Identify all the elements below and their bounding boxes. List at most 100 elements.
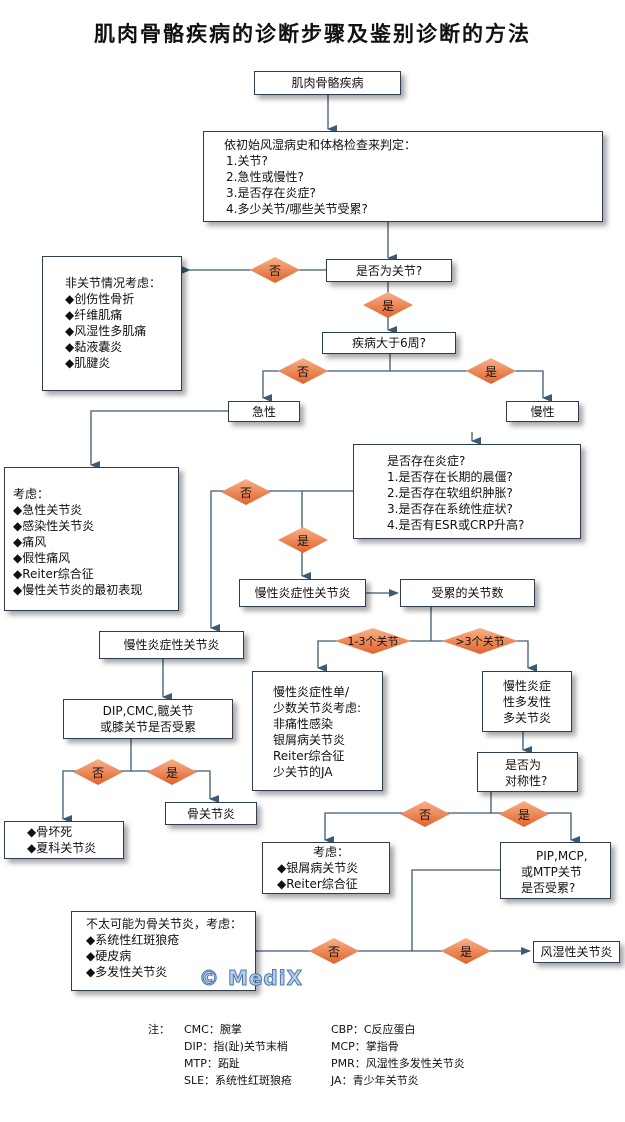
note-entry: CBP：C反应蛋白 xyxy=(331,1023,416,1036)
node-chronic-noninflammatory-label: 慢性炎症性关节炎 xyxy=(123,638,220,652)
node-ra-label: 风湿性关节炎 xyxy=(540,945,613,959)
decision-label: 是 xyxy=(484,364,497,379)
node-chronic-noninflammatory: 慢性炎症性关节炎 xyxy=(99,631,244,659)
osteonecrosis-item: ◆骨坏死 xyxy=(27,825,73,839)
mono-oligo-line: Reiter综合征 xyxy=(273,749,345,763)
node-osteoarthritis-label: 骨关节炎 xyxy=(186,806,235,821)
notes-row: DIP：指(趾)关节末梢 MCP：掌指骨 xyxy=(148,1038,465,1055)
decision-label: 是 xyxy=(517,807,530,822)
mono-oligo-line: 银屑病关节炎 xyxy=(273,733,346,747)
diagram-title: 肌肉骨骼疾病的诊断步骤及鉴别诊断的方法 xyxy=(94,22,531,46)
edge-over6-chronic xyxy=(390,370,552,402)
node-non-joint: 非关节情况考虑： ◆创伤性骨折 ◆纤维肌痛 ◆风湿性多肌痛 ◆黏液囊炎 ◆肌腱炎 xyxy=(42,256,182,391)
node-osteonecrosis: ◆骨坏死 ◆夏科关节炎 xyxy=(4,821,124,859)
acute-consider-item: ◆Reiter综合征 xyxy=(13,567,94,581)
unlikely-oa-item: ◆硬皮病 xyxy=(86,949,132,963)
decision-yes: 是 xyxy=(147,759,197,785)
node-acute: 急性 xyxy=(228,401,300,422)
initial-item: 1.关节? xyxy=(226,154,268,168)
decision-yes: 是 xyxy=(466,358,516,384)
mono-oligo-line: 少关节的JA xyxy=(273,765,333,779)
node-acute-label: 急性 xyxy=(251,404,276,419)
decision-more-than-three: >3个关节 xyxy=(442,628,518,654)
unlikely-oa-item: ◆系统性红斑狼疮 xyxy=(86,933,180,947)
node-acute-consider: 考虑： ◆急性关节炎 ◆感染性关节炎 ◆痛风 ◆假性痛风 ◆Reiter综合征 … xyxy=(4,467,179,611)
asym-consider-heading: 考虑： xyxy=(313,845,350,859)
note-entry: MTP：跖趾 xyxy=(184,1057,240,1070)
note-entry: PMR：风湿性多发性关节炎 xyxy=(331,1057,465,1070)
edge-pip-down xyxy=(411,869,500,951)
node-symmetric: 是否为 对称性? xyxy=(477,752,578,792)
note-entry: JA：青少年关节炎 xyxy=(331,1074,419,1087)
non-joint-item: ◆黏液囊炎 xyxy=(65,340,123,354)
decision-no: 否 xyxy=(309,938,359,964)
node-dip-cmc: DIP,CMC,髋关节 或膝关节是否受累 xyxy=(63,699,233,739)
inflammation-item: 2.是否存在软组织肿胀? xyxy=(387,486,513,500)
decision-label: 是 xyxy=(459,944,472,959)
decision-no: 否 xyxy=(73,759,123,785)
inflammation-heading: 是否存在炎症? xyxy=(387,454,466,468)
decision-yes: 是 xyxy=(441,938,491,964)
node-asym-consider: 考虑： ◆银屑病关节炎 ◆Reiter综合征 xyxy=(262,842,390,894)
decision-label: 1-3个关节 xyxy=(347,635,399,648)
node-mono-oligo: 慢性炎症性单/ 少数关节炎考虑: 非痛性感染 银屑病关节炎 Reiter综合征 … xyxy=(252,671,383,791)
node-over-6-weeks-label: 疾病大于6周? xyxy=(351,336,426,350)
mono-oligo-line: 慢性炎症性单/ xyxy=(273,685,350,699)
initial-item: 4.多少关节/哪些关节受累? xyxy=(226,202,368,216)
pip-mcp-line: 是否受累? xyxy=(521,881,576,895)
decision-label: 否 xyxy=(418,807,431,822)
note-entry: MCP：掌指骨 xyxy=(331,1040,399,1053)
initial-item: 2.急性或慢性? xyxy=(226,170,304,184)
decision-yes: 是 xyxy=(363,292,413,318)
node-unlikely-oa: 不太可能为骨关节炎，考虑： ◆系统性红斑狼疮 ◆硬皮病 ◆多发性关节炎 xyxy=(71,911,256,991)
notes-prefix: 注： xyxy=(148,1023,170,1036)
dip-cmc-line: DIP,CMC,髋关节 xyxy=(102,704,194,718)
decision-label: 是 xyxy=(296,533,309,548)
decision-no: 否 xyxy=(278,358,328,384)
non-joint-item: ◆纤维肌痛 xyxy=(65,308,123,322)
poly-line: 慢性炎症 xyxy=(502,678,551,693)
node-chronic: 慢性 xyxy=(506,401,579,422)
notes-row: MTP：跖趾 PMR：风湿性多发性关节炎 xyxy=(148,1055,465,1072)
node-chronic-inflammatory: 慢性炎症性关节炎 xyxy=(239,579,366,607)
decision-one-to-three: 1-3个关节 xyxy=(335,628,411,654)
decision-label: >3个关节 xyxy=(455,635,505,648)
node-ra: 风湿性关节炎 xyxy=(533,941,620,963)
decision-label: 否 xyxy=(91,765,104,780)
watermark: © MediX xyxy=(198,966,304,991)
node-chronic-inflammatory-label: 慢性炎症性关节炎 xyxy=(254,586,351,600)
decision-label: 否 xyxy=(268,263,281,278)
notes-row: 注： CMC：腕掌 CBP：C反应蛋白 xyxy=(148,1021,465,1038)
acute-consider-heading: 考虑： xyxy=(13,487,50,501)
edge-inflammation-no xyxy=(210,490,353,632)
non-joint-item: ◆肌腱炎 xyxy=(65,356,111,370)
decision-no: 否 xyxy=(221,479,271,505)
unlikely-oa-heading: 不太可能为骨关节炎，考虑： xyxy=(86,917,243,931)
decision-no: 否 xyxy=(250,257,300,283)
decision-yes: 是 xyxy=(499,801,549,827)
note-entry: CMC：腕掌 xyxy=(184,1023,242,1036)
symmetric-line: 是否为 xyxy=(505,758,542,772)
inflammation-item: 3.是否存在系统性症状? xyxy=(387,502,513,516)
acute-consider-item: ◆感染性关节炎 xyxy=(13,519,95,533)
poly-line: 性多发性 xyxy=(502,694,551,709)
notes-row: SLE：系统性红斑狼疮 JA：青少年关节炎 xyxy=(148,1072,465,1089)
symmetric-line: 对称性? xyxy=(505,774,548,788)
decision-label: 否 xyxy=(239,485,252,500)
non-joint-item: ◆创伤性骨折 xyxy=(65,292,135,306)
decision-yes: 是 xyxy=(278,527,328,553)
node-is-joint-label: 是否为关节? xyxy=(355,263,423,278)
decision-label: 否 xyxy=(296,364,309,379)
acute-consider-item: ◆痛风 xyxy=(13,535,47,549)
node-pip-mcp: PIP,MCP, 或MTP关节 是否受累? xyxy=(500,842,611,899)
asym-consider-item: ◆Reiter综合征 xyxy=(277,877,358,891)
decision-label: 否 xyxy=(327,944,340,959)
non-joint-heading: 非关节情况考虑： xyxy=(65,276,162,290)
pip-mcp-line: PIP,MCP, xyxy=(536,849,588,863)
acute-consider-item: ◆慢性关节炎的最初表现 xyxy=(13,583,143,597)
node-initial-assessment: 依初始风湿病史和体格检查来判定： 1.关节? 2.急性或慢性? 3.是否存在炎症… xyxy=(203,131,603,222)
dip-cmc-line: 或膝关节是否受累 xyxy=(99,720,196,734)
decision-label: 是 xyxy=(165,765,178,780)
node-chronic-label: 慢性 xyxy=(530,404,555,419)
note-entry: DIP：指(趾)关节末梢 xyxy=(184,1040,288,1053)
